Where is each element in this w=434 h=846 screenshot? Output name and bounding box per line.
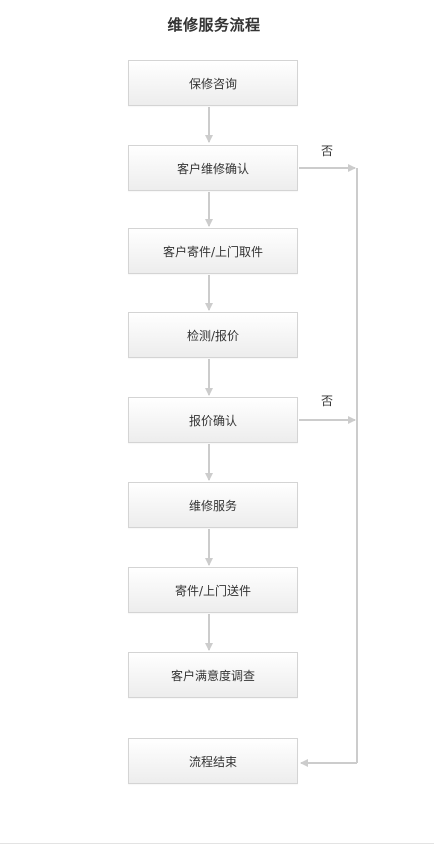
step-satisfaction-survey: 客户满意度调查 (128, 652, 298, 698)
step-customer-repair-confirmation: 客户维修确认 (128, 145, 298, 191)
step-ship-or-delivery: 寄件/上门送件 (128, 567, 298, 613)
diagram-title: 维修服务流程 (167, 16, 261, 34)
step-warranty-consultation: 保修咨询 (128, 60, 298, 106)
bottom-divider (0, 843, 434, 844)
step-customer-ship-or-pickup: 客户寄件/上门取件 (128, 228, 298, 274)
step-quote-confirmation: 报价确认 (128, 397, 298, 443)
branch-label-no-2: 否 (321, 394, 334, 408)
step-process-end: 流程结束 (128, 738, 298, 784)
step-repair-service: 维修服务 (128, 482, 298, 528)
branch-label-no-1: 否 (321, 144, 334, 158)
step-inspection-quote: 检测/报价 (128, 312, 298, 358)
